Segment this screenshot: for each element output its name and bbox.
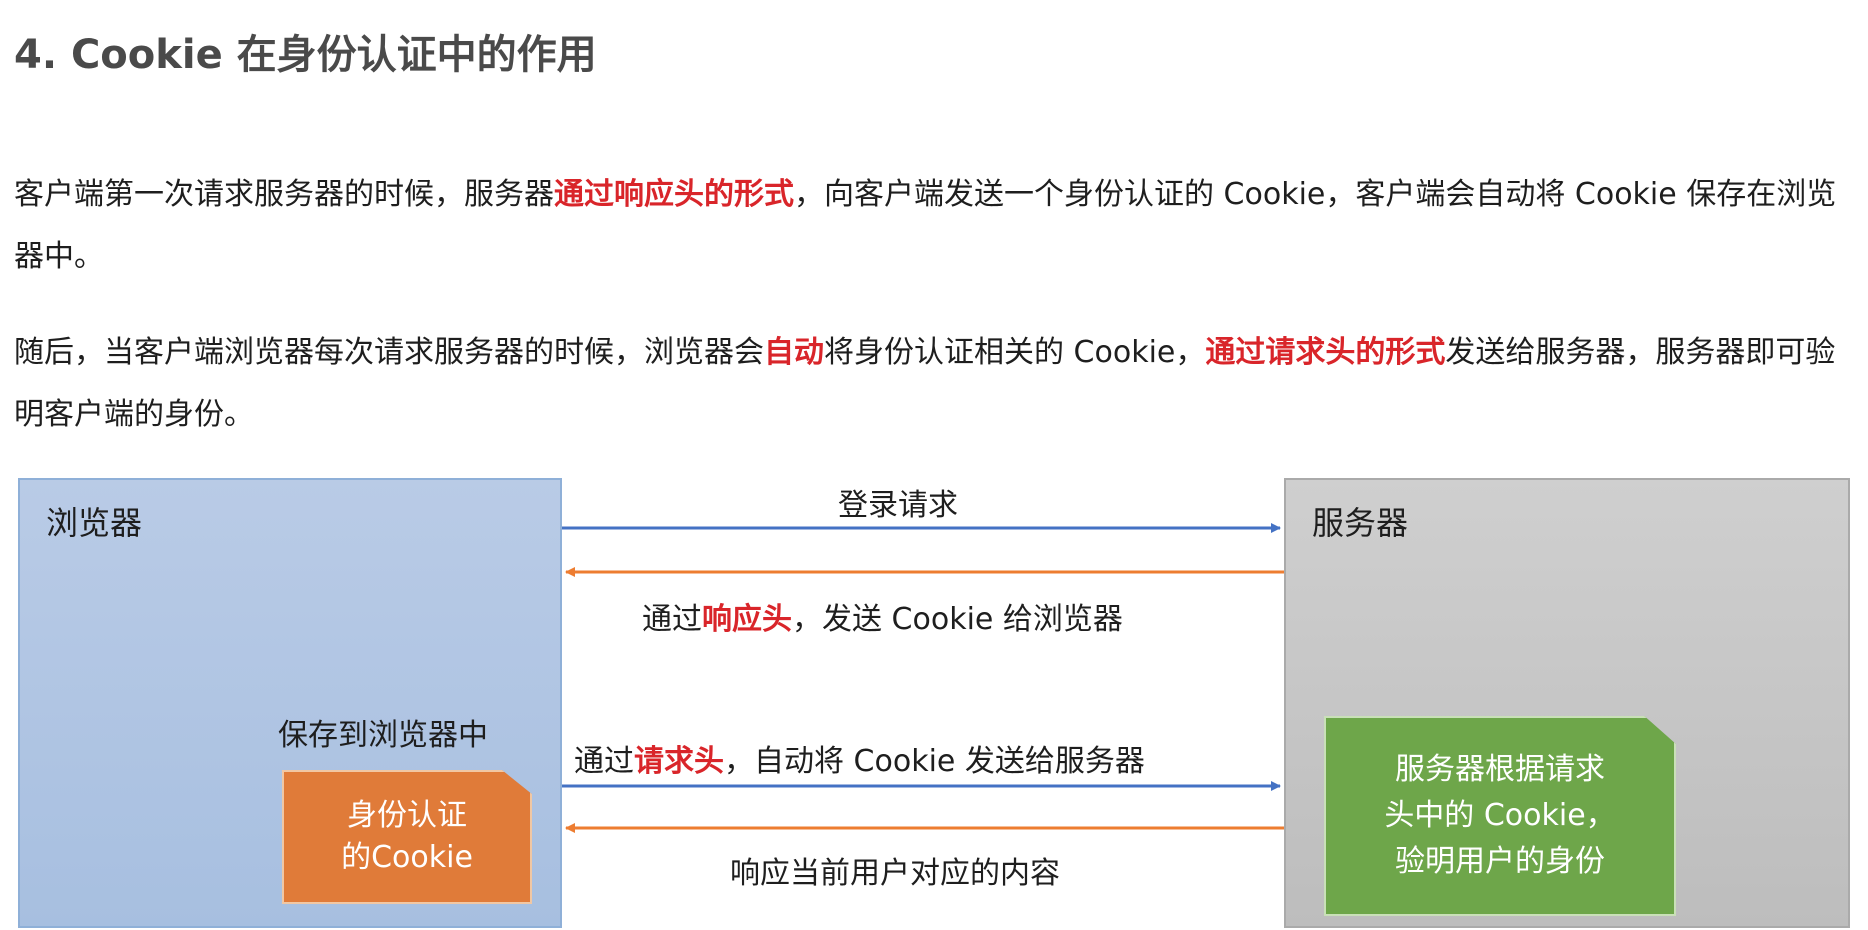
server-verify-card: 服务器根据请求 头中的 Cookie， 验明用户的身份 — [1324, 716, 1676, 916]
server-card-line-2: 头中的 Cookie， — [1384, 798, 1616, 833]
request-label-prefix: 通过 — [574, 744, 634, 779]
save-to-browser-label: 保存到浏览器中 — [278, 718, 488, 753]
response-label-highlight: 响应头 — [702, 602, 792, 637]
user-content-label: 响应当前用户对应的内容 — [730, 856, 1060, 891]
paragraph-first-request: 客户端第一次请求服务器的时候，服务器通过响应头的形式，向客户端发送一个身份认证的… — [14, 164, 1844, 288]
response-label-prefix: 通过 — [642, 602, 702, 637]
page-title: 4. Cookie 在身份认证中的作用 — [14, 32, 597, 78]
paragraph-subsequent-requests: 随后，当客户端浏览器每次请求服务器的时候，浏览器会自动将身份认证相关的 Cook… — [14, 322, 1844, 446]
cookie-card-line-2: 的Cookie — [341, 840, 473, 875]
paragraph2-text-3: 发送给服务器，服务器即可验明客户端的身份。 — [14, 335, 1836, 432]
paragraph2-text-1: 随后，当客户端浏览器每次请求服务器的时候，浏览器会 — [14, 335, 764, 370]
response-header-label: 通过响应头，发送 Cookie 给浏览器 — [642, 594, 1123, 638]
paragraph1-text-2: ，向客户端发送一个身份认证的 Cookie，客户端会自动将 Cookie 保存在… — [14, 177, 1837, 274]
cookie-card-line-1: 身份认证 — [347, 798, 467, 833]
request-label-highlight: 请求头 — [634, 744, 724, 779]
auth-cookie-card: 身份认证 的Cookie — [282, 770, 532, 904]
server-card-line-3: 验明用户的身份 — [1395, 844, 1605, 879]
server-label: 服务器 — [1312, 504, 1409, 542]
paragraph2-text-2: 将身份认证相关的 Cookie， — [824, 335, 1206, 370]
paragraph1-highlight: 通过响应头的形式 — [554, 177, 794, 212]
server-card-line-1: 服务器根据请求 — [1395, 752, 1605, 787]
response-label-suffix: ，发送 Cookie 给浏览器 — [792, 602, 1123, 637]
request-label-suffix: ，自动将 Cookie 发送给服务器 — [724, 744, 1145, 779]
paragraph1-text-1: 客户端第一次请求服务器的时候，服务器 — [14, 177, 554, 212]
login-request-label: 登录请求 — [838, 488, 958, 523]
request-header-label: 通过请求头，自动将 Cookie 发送给服务器 — [574, 736, 1145, 780]
paragraph2-highlight-auto: 自动 — [764, 335, 824, 370]
browser-label: 浏览器 — [46, 504, 143, 542]
paragraph2-highlight-request-header: 通过请求头的形式 — [1205, 335, 1446, 370]
